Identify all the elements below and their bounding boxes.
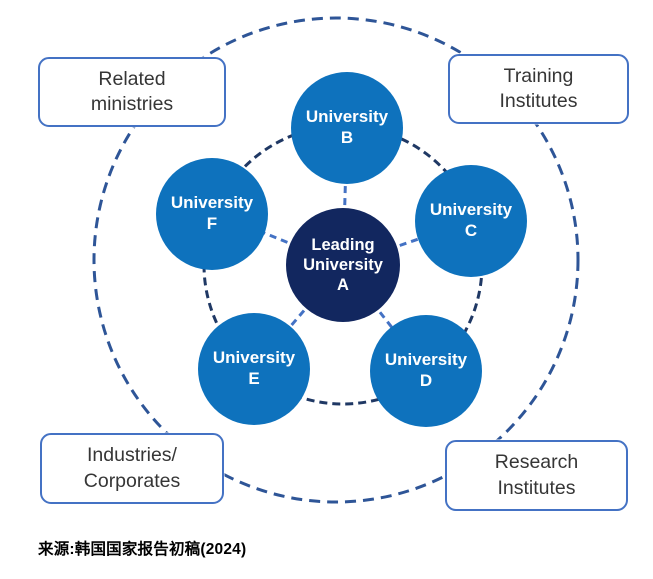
outer-dashed-ring-icon <box>92 16 580 504</box>
leading-university-a-line3: A <box>337 276 349 295</box>
leading-university-a-node: Leading University A <box>286 208 400 322</box>
university-f-letter: F <box>206 214 218 233</box>
university-b-letter: B <box>340 128 354 147</box>
source-note: 来源:韩国国家报告初稿(2024) <box>38 541 247 558</box>
university-d-letter: D <box>419 371 433 390</box>
university-e-letter: E <box>248 369 260 388</box>
university-c-node: University C <box>415 165 527 277</box>
related-ministries-box: Related ministries <box>38 57 226 127</box>
university-f-node: University F <box>156 158 268 270</box>
university-c-letter: C <box>464 221 478 240</box>
university-d-label: University <box>384 350 468 370</box>
university-d-node: University D <box>370 315 482 427</box>
university-c-label: University <box>429 200 513 220</box>
leading-university-a-line2: University <box>303 255 383 274</box>
university-e-node: University E <box>198 313 310 425</box>
research-institutes-box: Research Institutes <box>445 440 628 511</box>
training-institutes-box: Training Institutes <box>448 54 629 124</box>
industries-corporates-box: Industries/ Corporates <box>40 433 224 504</box>
university-b-label: University <box>305 107 389 127</box>
leading-university-a-line1: Leading <box>311 235 375 254</box>
university-e-label: University <box>212 348 296 368</box>
university-f-label: University <box>170 193 254 213</box>
university-b-node: University B <box>291 72 403 184</box>
